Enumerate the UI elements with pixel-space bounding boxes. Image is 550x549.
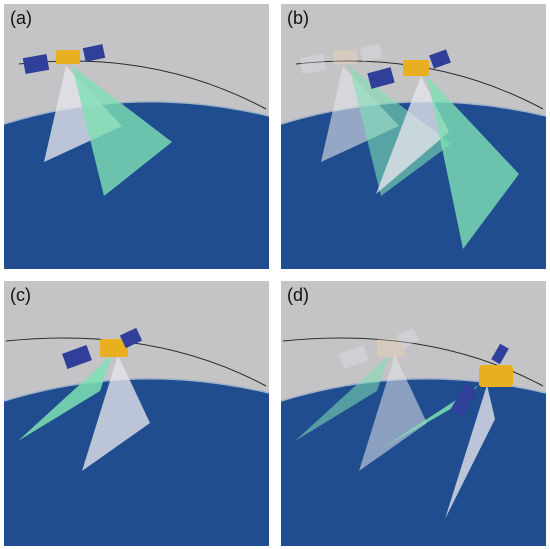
satellite-body <box>333 50 357 64</box>
panel-label: (a) <box>10 8 32 28</box>
beam-green <box>381 385 479 449</box>
orbit-line <box>5 337 267 387</box>
beam-green-previous <box>349 66 451 196</box>
orbit-line <box>282 337 544 387</box>
satellite-body <box>479 365 513 387</box>
earth-limb <box>4 378 269 402</box>
satellite-body <box>100 339 128 357</box>
satellite-body <box>377 339 405 357</box>
solar-panel-right <box>82 44 106 62</box>
beam-white-previous <box>359 355 427 471</box>
solar-panel-left <box>299 54 327 74</box>
solar-panel-right <box>396 327 420 349</box>
solar-panel-left <box>367 67 395 89</box>
panel-a: (a) <box>4 4 269 269</box>
satellite <box>450 343 513 417</box>
scene-d <box>281 281 546 546</box>
panel-label: (c) <box>10 285 31 305</box>
satellite-ghost <box>339 327 420 369</box>
beam-white <box>44 66 122 162</box>
beam-white-previous <box>321 66 399 162</box>
panel-label: (b) <box>287 8 309 28</box>
scene-c <box>4 281 269 546</box>
beam-white <box>445 385 495 519</box>
beam-white <box>376 76 449 194</box>
solar-panel-right <box>359 44 383 62</box>
solar-panel-right <box>491 343 509 365</box>
beam-green-previous <box>295 355 389 441</box>
satellite <box>367 49 451 89</box>
satellite <box>62 327 143 369</box>
beam-green <box>427 76 519 249</box>
solar-panel-left <box>62 345 92 369</box>
solar-panel-right <box>119 327 143 349</box>
beam-green <box>72 66 172 196</box>
scene-a <box>4 4 269 269</box>
solar-panel-left <box>339 345 369 369</box>
satellite-body <box>56 50 80 64</box>
earth-limb <box>4 101 269 125</box>
earth <box>4 378 269 546</box>
panel-b: (b) <box>281 4 546 269</box>
beam-green <box>18 355 112 441</box>
panel-c: (c) <box>4 281 269 546</box>
solar-panel-right <box>429 49 451 69</box>
beam-white <box>82 355 150 471</box>
orbit-line <box>18 60 267 110</box>
panel-d: (d) <box>281 281 546 546</box>
satellite-body <box>403 60 429 76</box>
satellite <box>22 44 106 74</box>
satellite-ghost <box>299 44 383 74</box>
solar-panel-left <box>22 54 50 74</box>
scene-b <box>281 4 546 269</box>
solar-panel-left <box>450 383 478 417</box>
panel-label: (d) <box>287 285 309 305</box>
